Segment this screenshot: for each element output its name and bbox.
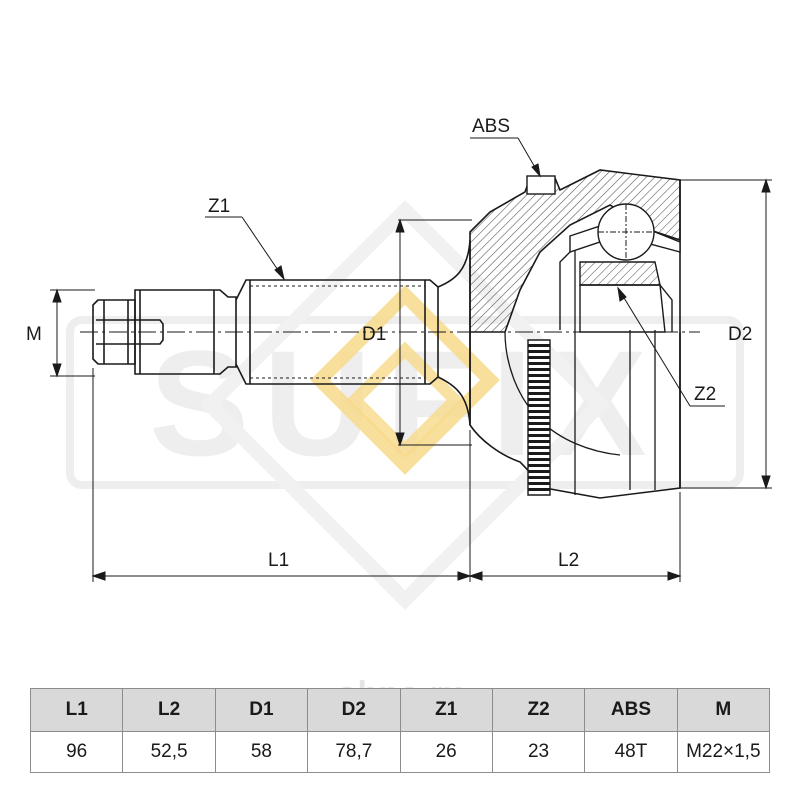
value-cell: 26: [399, 731, 493, 773]
label-abs: ABS: [472, 116, 510, 137]
abs-tooth: [528, 476, 550, 479]
abs-tooth: [528, 380, 550, 383]
abs-tooth: [528, 488, 550, 491]
header-cell: D2: [307, 688, 401, 732]
specs-header-row: L1 L2 D1 D2 Z1 Z2 ABS M: [29, 688, 771, 732]
leader-z2: Z2: [617, 286, 725, 407]
label-d1: D1: [362, 324, 386, 345]
leader-abs: ABS: [470, 116, 541, 178]
abs-tooth: [528, 392, 550, 395]
abs-tooth: [528, 398, 550, 401]
header-cell: M: [676, 688, 771, 732]
abs-tone-ring: [527, 339, 551, 496]
abs-tooth: [528, 374, 550, 377]
abs-tooth: [528, 410, 550, 413]
label-d2: D2: [728, 324, 752, 345]
header-cell: Z1: [399, 688, 493, 732]
abs-tooth: [528, 356, 550, 359]
label-l1: L1: [268, 550, 289, 571]
watermark-diamond-accent: [310, 285, 500, 475]
keyway-slot: [96, 319, 164, 345]
dimension-d2: D2: [680, 178, 772, 490]
abs-tooth: [528, 464, 550, 467]
value-cell: 48T: [584, 731, 678, 773]
shaft-step-l2: [134, 289, 237, 375]
inner-race-lower: [579, 284, 666, 333]
header-cell: ABS: [584, 688, 678, 732]
abs-tooth: [528, 416, 550, 419]
value-cell: 58: [214, 731, 309, 773]
value-cell: 52,5: [122, 731, 216, 773]
dimension-m: M: [26, 288, 95, 378]
abs-tooth: [528, 362, 550, 365]
specs-table: L1 L2 D1 D2 Z1 Z2 ABS M 96 52,5 58 78,7 …: [29, 688, 771, 773]
value-cell: 96: [29, 731, 124, 773]
dimension-d1: D1: [362, 218, 472, 447]
abs-tooth: [528, 386, 550, 389]
dimension-l1-l2: L1 L2: [91, 368, 682, 582]
value-cell: 78,7: [307, 731, 401, 773]
abs-tooth: [528, 428, 550, 431]
abs-tooth: [528, 470, 550, 473]
label-z1: Z1: [208, 196, 230, 217]
header-cell: D1: [214, 688, 309, 732]
abs-lug: [526, 175, 556, 195]
specs-value-row: 96 52,5 58 78,7 26 23 48T M22×1,5: [29, 731, 771, 773]
abs-tooth: [528, 482, 550, 485]
inner-race-hatched: [579, 261, 661, 286]
abs-tooth: [528, 404, 550, 407]
abs-tooth: [528, 350, 550, 353]
abs-tooth: [528, 446, 550, 449]
stub-shaft: [92, 279, 439, 385]
watermark-frame: [66, 316, 744, 489]
abs-tooth: [528, 458, 550, 461]
abs-tooth: [528, 440, 550, 443]
abs-tooth: [528, 452, 550, 455]
header-cell: L1: [29, 688, 124, 732]
value-cell: M22×1,5: [676, 731, 771, 773]
abs-tooth: [528, 434, 550, 437]
housing-body-lower: [469, 332, 681, 499]
header-cell: Z2: [491, 688, 586, 732]
leader-z1: Z1: [205, 196, 285, 281]
label-z2: Z2: [694, 384, 716, 405]
value-cell: 23: [491, 731, 586, 773]
label-l2: L2: [558, 550, 579, 571]
label-m: M: [26, 324, 42, 345]
spline-section: [235, 279, 439, 385]
inner-race-assembly: [559, 203, 681, 333]
header-cell: L2: [122, 688, 216, 732]
abs-tooth: [528, 368, 550, 371]
abs-tooth: [528, 422, 550, 425]
abs-tooth: [528, 344, 550, 347]
